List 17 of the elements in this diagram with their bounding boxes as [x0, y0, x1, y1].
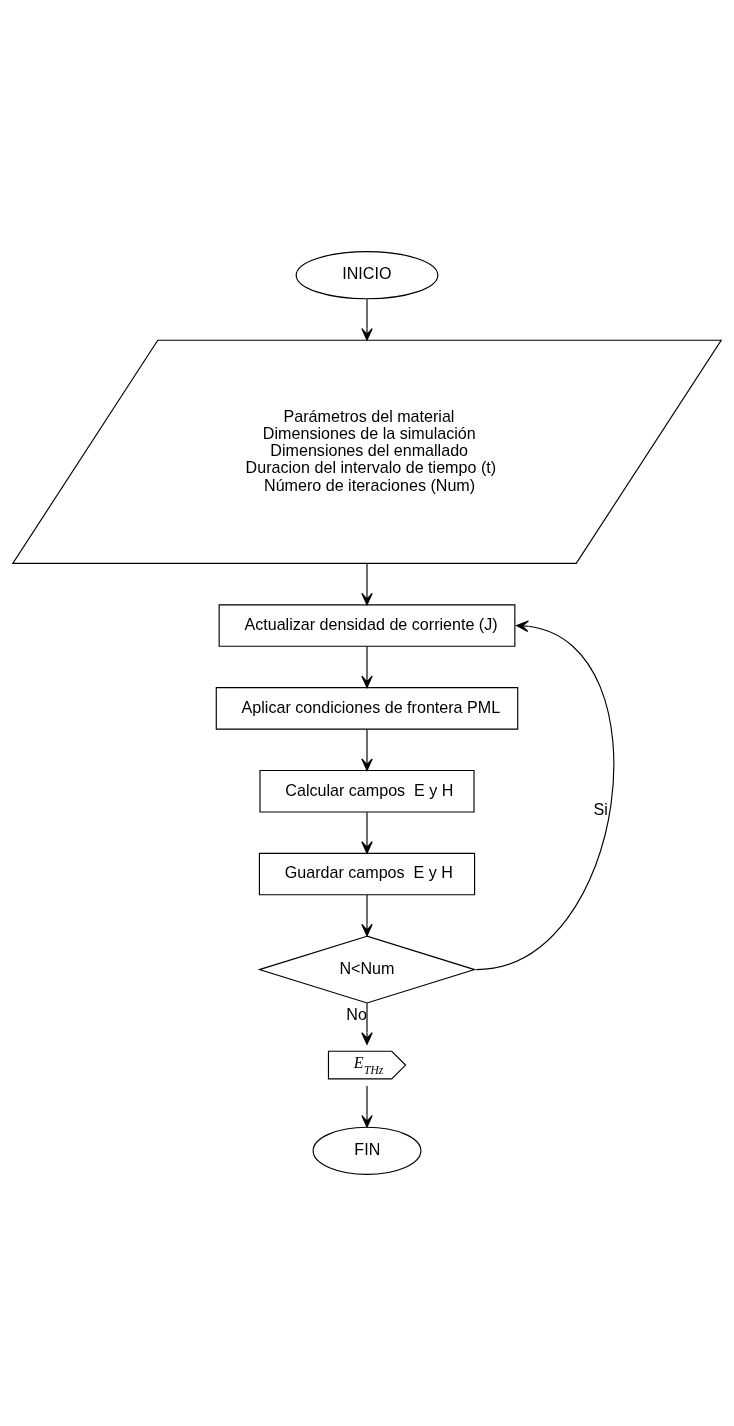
- node-diamond: N<Num: [257, 935, 477, 1004]
- arrow: [361, 728, 373, 771]
- node-box: Aplicar condiciones de frontera PML: [215, 687, 519, 730]
- node-box: Calcular campos E y H: [259, 769, 475, 813]
- node-ellipse: INICIO: [295, 251, 439, 300]
- arrow: [475, 620, 615, 971]
- arrow: [361, 811, 373, 854]
- node-box: Guardar campos E y H: [258, 852, 476, 896]
- edge-label: Si: [593, 799, 608, 818]
- arrow: [361, 894, 373, 937]
- arrow: [361, 1085, 373, 1128]
- arrow: [361, 1002, 373, 1045]
- arrow: [361, 562, 373, 606]
- arrow: [361, 646, 373, 689]
- node-box: Actualizar densidad de corriente (J): [218, 604, 516, 647]
- node-ellipse: FIN: [312, 1126, 422, 1175]
- arrow: [361, 298, 373, 341]
